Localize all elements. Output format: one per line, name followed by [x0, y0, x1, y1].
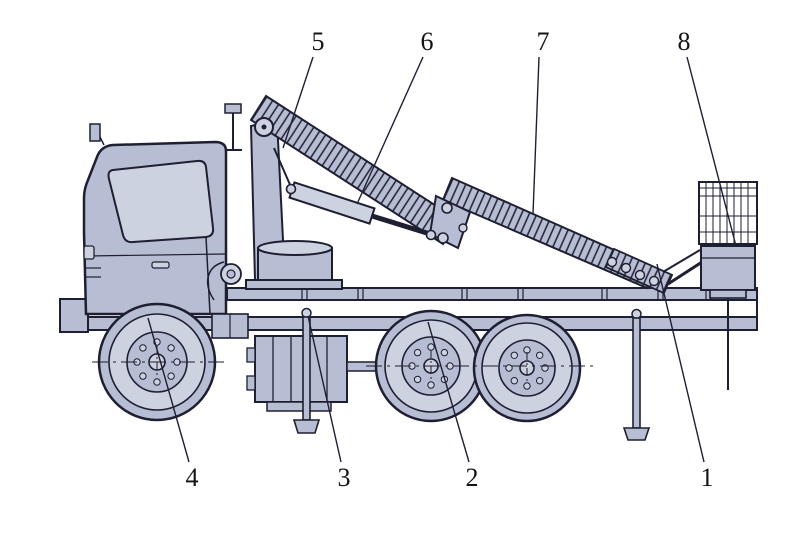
- mast-cap: [224, 103, 242, 114]
- elbow-pin: [441, 202, 453, 214]
- basket-link-bar: [662, 249, 701, 273]
- callout-2-label: 2: [466, 463, 479, 492]
- callout-4-leader: [147, 317, 190, 463]
- elbow-pin: [458, 223, 468, 233]
- lower-boom: [249, 94, 460, 246]
- elbow-pin: [437, 232, 449, 244]
- callouts: 1 2 3 4 5 6 7: [147, 27, 737, 492]
- callout-7-leader: [532, 56, 540, 215]
- callout-2-leader: [427, 321, 470, 463]
- boom-knuckle-pin: [261, 124, 267, 130]
- cylinder-rear-eye: [285, 183, 297, 195]
- mid-outrigger-foot: [292, 419, 321, 434]
- callout-1-label: 1: [701, 463, 714, 492]
- callout-8-leader: [686, 56, 737, 247]
- cab-window: [107, 159, 215, 244]
- pedestal-base: [245, 279, 343, 290]
- lower-boom-body: [249, 94, 460, 246]
- nose-pin: [606, 256, 618, 268]
- callout-6: 6: [356, 27, 434, 205]
- mid-outrigger-leg: [302, 316, 311, 421]
- mast-post: [224, 103, 242, 151]
- hydraulic-cylinder: [273, 147, 437, 241]
- callout-5-label: 5: [312, 27, 325, 56]
- boom-nose-linkage: [604, 247, 703, 295]
- upper-boom-body: [441, 176, 657, 290]
- nose-pin: [634, 269, 646, 281]
- callout-2: 2: [427, 321, 479, 492]
- callout-4-label: 4: [186, 463, 199, 492]
- callout-7: 7: [532, 27, 550, 215]
- mid-outrigger-knob: [301, 307, 312, 319]
- mirror: [89, 123, 101, 142]
- headlight: [83, 245, 95, 260]
- rear-outrigger: [622, 308, 651, 441]
- rear-outrigger-knob: [631, 308, 642, 320]
- cylinder-rod: [371, 213, 431, 237]
- axle-centerlines: [92, 346, 596, 384]
- callout-1: 1: [656, 263, 714, 492]
- callout-1-leader: [656, 263, 705, 463]
- turret-drum-top: [257, 240, 333, 256]
- hose-curve: [206, 261, 225, 301]
- rear-wheel-bolts: [505, 346, 549, 390]
- gearbox: [246, 335, 348, 412]
- callout-6-label: 6: [421, 27, 434, 56]
- truck-cab: [82, 123, 249, 339]
- cylinder-rear-link: [273, 147, 292, 188]
- middle-wheel-bolts: [408, 343, 454, 389]
- callout-5-leader: [282, 56, 314, 149]
- elbow-joint: [428, 194, 472, 250]
- cylinder-front-eye: [425, 229, 437, 241]
- gearbox-housing: [254, 335, 348, 403]
- callout-8: 8: [678, 27, 737, 247]
- front-bumper: [59, 298, 89, 333]
- gearbox-sump: [266, 401, 332, 412]
- basket-body: [700, 245, 756, 291]
- callout-3: 3: [307, 315, 351, 492]
- rear-outrigger-foot: [622, 427, 651, 441]
- callout-5: 5: [282, 27, 325, 149]
- door-handle: [151, 261, 170, 269]
- callout-4: 4: [147, 317, 199, 492]
- cab-molding-line: [86, 253, 227, 257]
- basket-link-bar: [667, 260, 703, 286]
- callout-3-leader: [307, 315, 342, 463]
- callout-6-leader: [356, 56, 424, 205]
- nose-pin: [648, 275, 660, 287]
- rear-outrigger-leg: [632, 317, 641, 429]
- basket-bottom-bracket: [709, 289, 747, 299]
- nose-pin: [620, 262, 632, 274]
- callout-7-label: 7: [537, 27, 550, 56]
- upper-boom: [441, 176, 657, 290]
- callout-8-label: 8: [678, 27, 691, 56]
- turntable-pedestal: [206, 240, 343, 301]
- callout-3-label: 3: [338, 463, 351, 492]
- mid-outrigger: [292, 307, 321, 434]
